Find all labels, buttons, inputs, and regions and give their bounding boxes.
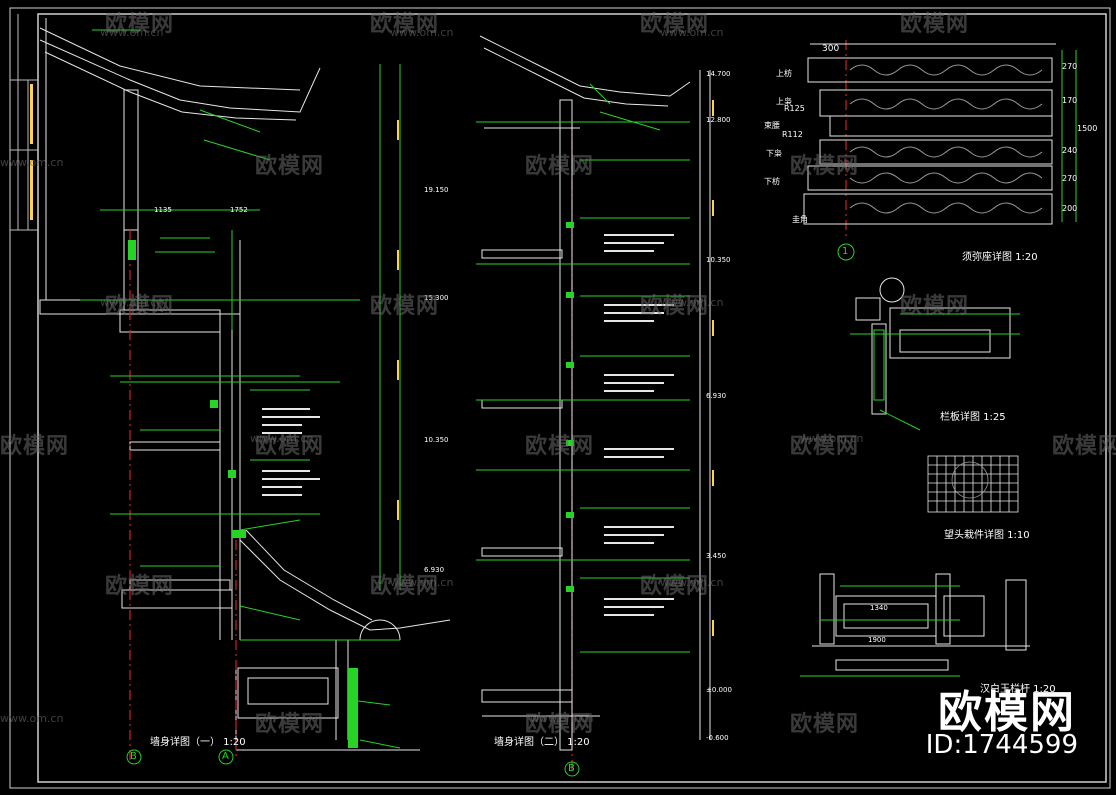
watermark: 欧模网 xyxy=(105,12,175,37)
dim-1135: 1135 xyxy=(154,206,172,214)
watermark-url: www.om.cn xyxy=(100,296,164,309)
elev-3450: 3.450 xyxy=(706,552,727,560)
elev-neg600: -0.600 xyxy=(706,734,729,742)
watermark: 欧模网 xyxy=(525,712,595,737)
elev-15300: 15.300 xyxy=(424,294,449,302)
label-r112: R112 xyxy=(782,130,803,139)
watermark: 欧模网 xyxy=(900,12,970,37)
dim-270b: 270 xyxy=(1062,174,1078,183)
label-waist: 束腰 xyxy=(764,121,780,130)
dim-1500: 1500 xyxy=(1077,124,1098,133)
label-r125: R125 xyxy=(784,104,805,113)
watermark: 欧模网 xyxy=(525,154,595,179)
title-column-head-detail: 望头栽件详图 1:10 xyxy=(944,530,1030,541)
dim-200: 200 xyxy=(1062,204,1078,213)
watermark: 欧模网 xyxy=(790,712,860,737)
watermark: 欧模网 xyxy=(255,434,325,459)
watermark-url: www.om.cn xyxy=(100,26,164,39)
watermark: 欧模网 xyxy=(0,434,70,459)
title-wall-detail-1: 墙身详图（一） 1:20 xyxy=(150,737,246,748)
watermark-url: www.om.cn xyxy=(390,576,454,589)
axis-label-a: A xyxy=(222,751,229,762)
watermark: 欧模网 xyxy=(370,574,440,599)
watermark: 欧模网 xyxy=(255,154,325,179)
watermark: 欧模网 xyxy=(640,294,710,319)
dim-270: 270 xyxy=(1062,62,1078,71)
elev-10350b: 10.350 xyxy=(424,436,449,444)
elev-19150: 19.150 xyxy=(424,186,449,194)
watermark: 欧模网 xyxy=(370,12,440,37)
dim-300: 300 xyxy=(822,44,840,54)
dim-1752: 1752 xyxy=(230,206,248,214)
watermark: 欧模网 xyxy=(105,574,175,599)
elev-14700: 14.700 xyxy=(706,70,731,78)
watermark: 欧模网 xyxy=(525,434,595,459)
label-guijiao: 圭角 xyxy=(792,215,808,224)
watermark: 欧模网 xyxy=(640,12,710,37)
brand-id: ID:1744599 xyxy=(925,730,1078,760)
dim-1340: 1340 xyxy=(870,604,888,612)
watermark-url: www.om.cn xyxy=(250,432,314,445)
elev-000: ±0.000 xyxy=(706,686,732,694)
watermark: 欧模网 xyxy=(370,294,440,319)
dim-240: 240 xyxy=(1062,146,1078,155)
dim-1900: 1900 xyxy=(868,636,886,644)
watermark-url: www.om.cn xyxy=(0,156,64,169)
watermark: 欧模网 xyxy=(640,574,710,599)
watermark: 欧模网 xyxy=(255,712,325,737)
label-upper-xiao: 上枭 xyxy=(776,97,792,106)
title-railing-detail: 栏板详图 1:25 xyxy=(940,412,1006,423)
title-wall-detail-2: 墙身详图（二） 1:20 xyxy=(494,737,590,748)
axis-label-b2: B xyxy=(568,763,575,774)
watermark-url: www.om.cn xyxy=(660,576,724,589)
watermark: 欧模网 xyxy=(790,154,860,179)
watermark-url: www.om.cn xyxy=(0,712,64,725)
watermark-url: www.om.cn xyxy=(800,432,864,445)
axis-label-1: 1 xyxy=(842,246,849,257)
axis-label-b: B xyxy=(130,751,137,762)
watermark-url: www.om.cn xyxy=(390,26,454,39)
title-capital-detail: 须弥座详图 1:20 xyxy=(962,252,1038,263)
elev-10350: 10.350 xyxy=(706,256,731,264)
watermark-url: www.om.cn xyxy=(530,712,594,725)
title-marble-railing: 汉白玉栏杆 1:20 xyxy=(980,684,1056,695)
watermark: 欧模网 xyxy=(790,434,860,459)
label-lower-fang: 下枋 xyxy=(764,177,780,186)
elev-6930: 6.930 xyxy=(706,392,727,400)
label-lower-xiao: 下枭 xyxy=(766,149,782,158)
elev-12800: 12.800 xyxy=(706,116,731,124)
watermark-url: www.om.cn xyxy=(660,26,724,39)
watermark: 欧模网 xyxy=(105,294,175,319)
watermark-url: www.om.cn xyxy=(660,296,724,309)
watermark: 欧模网 xyxy=(900,294,970,319)
dim-170: 170 xyxy=(1062,96,1078,105)
elev-6930b: 6.930 xyxy=(424,566,445,574)
watermark: 欧模网 xyxy=(1052,434,1116,459)
label-upper-fang: 上枋 xyxy=(776,69,792,78)
brand-logo-text: 欧模网 xyxy=(938,687,1076,738)
